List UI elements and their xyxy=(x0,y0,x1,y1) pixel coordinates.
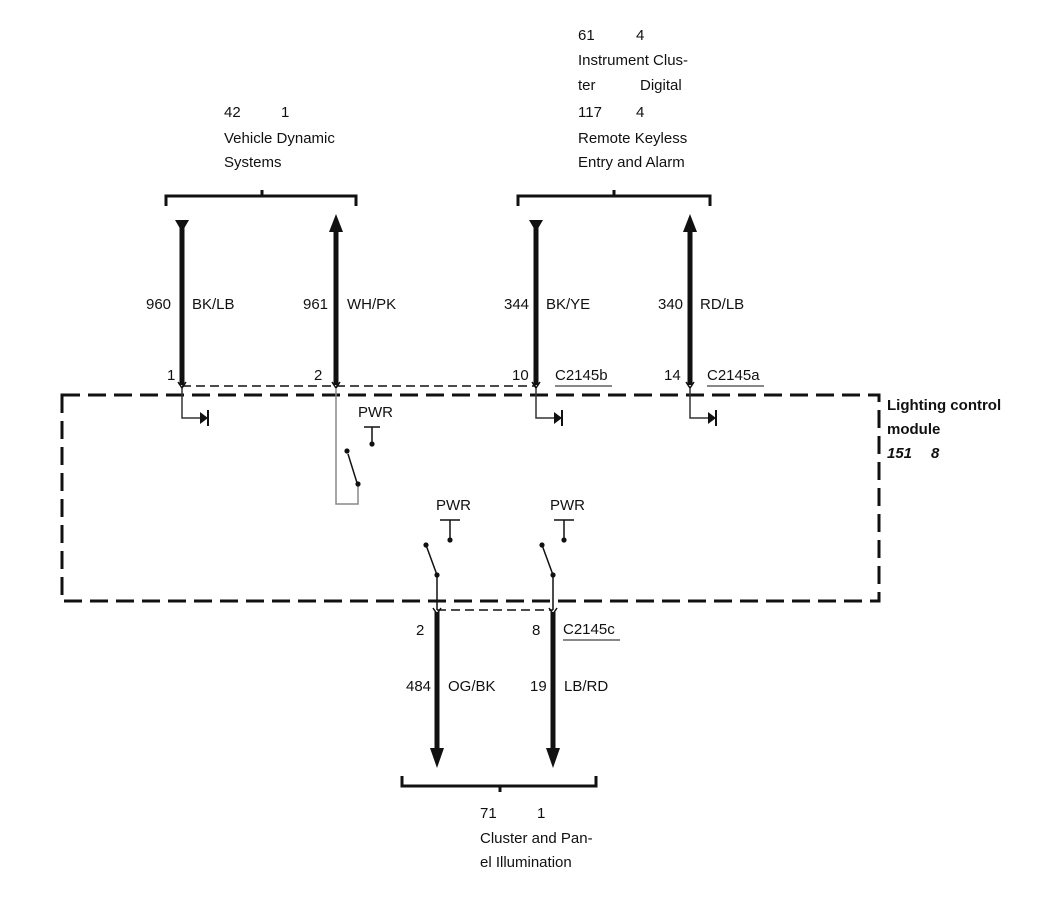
wire-960-color: BK/LB xyxy=(192,296,235,313)
cpi-name-line1: Cluster and Pan- xyxy=(480,830,593,847)
wire-484 xyxy=(430,607,444,768)
wire-344-color: BK/YE xyxy=(546,296,590,313)
wire-961-circuit: 961 xyxy=(303,296,328,313)
ic-name-line1: Instrument Clus- xyxy=(578,52,688,69)
ic-name-line2b: Digital xyxy=(640,77,682,94)
wire-960-circuit: 960 xyxy=(146,296,171,313)
bracket-vehicle-dynamic-systems xyxy=(164,190,358,206)
ground-symbol-2 xyxy=(535,388,563,426)
wire-340-color: RD/LB xyxy=(700,296,744,313)
wire-340-circuit: 340 xyxy=(658,296,683,313)
svg-text:C2145a: C2145a xyxy=(707,367,760,384)
svg-text:C2145c: C2145c xyxy=(563,621,615,638)
cpi-ref-number: 71 xyxy=(480,805,497,822)
connector-c2145c-label: C2145c xyxy=(563,621,620,641)
wire-961 xyxy=(329,214,343,385)
pin-14-label: 14 xyxy=(664,367,681,384)
module-ref-number: 151 xyxy=(887,445,912,462)
vds-ref-number: 42 xyxy=(224,104,241,121)
cpi-name-line2: el Illumination xyxy=(480,854,572,871)
pin-8-label: 8 xyxy=(532,622,540,639)
wire-19 xyxy=(546,607,560,768)
switch-484 xyxy=(423,519,460,610)
wire-484-color: OG/BK xyxy=(448,678,496,695)
ic-name-line2a: ter xyxy=(578,77,596,94)
rke-name-line2: Entry and Alarm xyxy=(578,154,685,171)
pin-markers xyxy=(177,381,695,390)
module-name-line2: module xyxy=(887,421,940,438)
rke-name-line1: Remote Keyless xyxy=(578,130,687,147)
ground-symbol-3 xyxy=(689,388,717,426)
module-name-line1: Lighting control xyxy=(887,397,1001,414)
wire-340 xyxy=(683,214,697,385)
connector-c2145b-label: C2145b xyxy=(555,367,612,387)
switch-961 xyxy=(335,388,380,505)
pwr-label-1: PWR xyxy=(358,404,393,421)
wire-960 xyxy=(175,220,189,385)
switch-19 xyxy=(539,519,574,610)
ground-symbol-1 xyxy=(181,388,209,426)
wire-344-circuit: 344 xyxy=(504,296,529,313)
lighting-control-module-box xyxy=(60,393,881,603)
wire-19-color: LB/RD xyxy=(564,678,608,695)
pin-2-lower-label: 2 xyxy=(416,622,424,639)
connector-c2145a-label: C2145a xyxy=(707,367,764,387)
pin-2-label: 2 xyxy=(314,367,322,384)
pin-1-label: 1 xyxy=(167,367,175,384)
svg-text:C2145b: C2145b xyxy=(555,367,608,384)
vds-name-line2: Systems xyxy=(224,154,282,171)
pin-10-label: 10 xyxy=(512,367,529,384)
rke-ref-page: 4 xyxy=(636,104,644,121)
vds-name-line1: Vehicle Dynamic xyxy=(224,130,335,147)
wire-484-circuit: 484 xyxy=(406,678,431,695)
module-ref-page: 8 xyxy=(931,445,940,462)
ic-ref-number: 61 xyxy=(578,27,595,44)
pwr-label-2: PWR xyxy=(436,497,471,514)
wire-19-circuit: 19 xyxy=(530,678,547,695)
cpi-ref-page: 1 xyxy=(537,805,545,822)
pwr-label-3: PWR xyxy=(550,497,585,514)
wire-961-color: WH/PK xyxy=(347,296,396,313)
ic-ref-page: 4 xyxy=(636,27,644,44)
bracket-instrument-rke xyxy=(516,190,712,206)
bracket-cluster-panel-illumination xyxy=(400,776,598,792)
vds-ref-page: 1 xyxy=(281,104,289,121)
rke-ref-number: 117 xyxy=(578,104,602,121)
wire-344 xyxy=(529,220,543,385)
